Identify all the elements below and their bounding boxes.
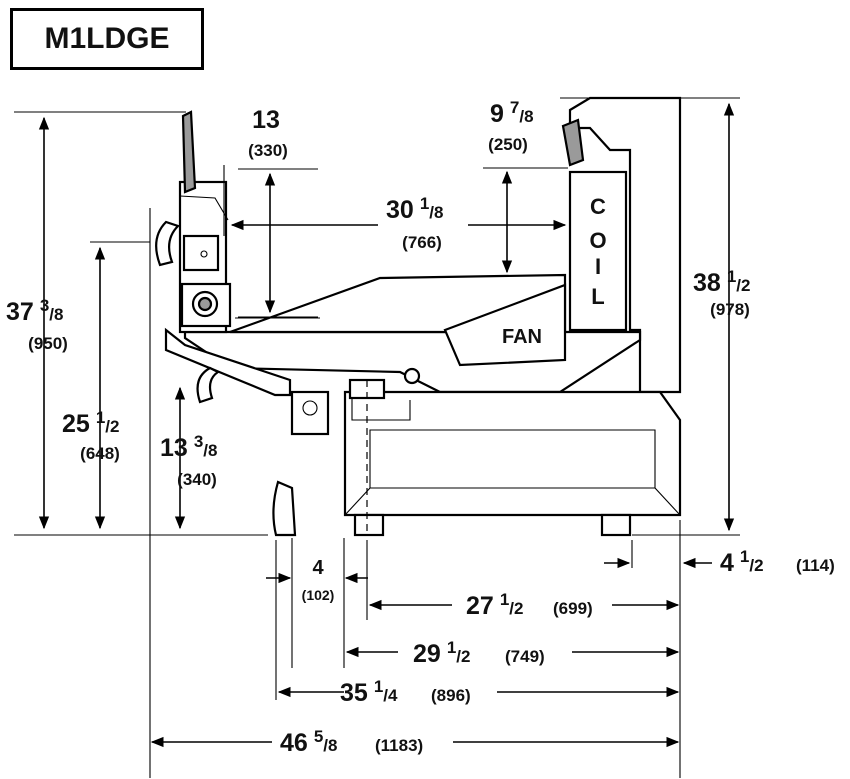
model-title: M1LDGE: [10, 8, 204, 70]
dim-25-mm: (648): [80, 444, 120, 463]
base-frame: [343, 390, 682, 517]
extension-lines: [14, 97, 740, 778]
leg-bracket: [290, 390, 330, 436]
front-glass: [181, 110, 197, 194]
front-leg: [353, 513, 385, 537]
case-outline: [155, 96, 682, 537]
dim-13-mm: (330): [248, 141, 288, 160]
coil-letter-c: C: [590, 194, 606, 219]
drain-plug: [403, 367, 421, 385]
dimension-arrows: [38, 102, 735, 748]
dim-38-mm: (978): [710, 300, 750, 319]
dim-4-inch: 4: [312, 557, 324, 579]
fan-label: FAN: [502, 326, 542, 348]
front-handle-lower: [196, 366, 221, 404]
dim-46-mm: (1183): [375, 736, 423, 755]
coil-letter-l: L: [591, 284, 604, 309]
dim-13b-mm: (340): [177, 470, 217, 489]
front-bumper: [164, 327, 292, 397]
dim-4-mm: (102): [302, 587, 335, 603]
coil-letter-i: I: [595, 254, 601, 279]
fan-housing: [443, 283, 567, 367]
part-labels: C O I L FAN: [502, 194, 607, 348]
dim-30-mm: (766): [402, 233, 442, 252]
coil-letter-o: O: [589, 228, 606, 253]
dim-37-mm: (950): [28, 334, 68, 353]
coil-panel: [568, 170, 628, 332]
rear-light: [561, 118, 585, 167]
dim-13-inch: 13: [252, 106, 280, 134]
dim-4h-mm: (114): [796, 556, 835, 575]
front-support: [272, 480, 297, 537]
rear-leg: [600, 513, 632, 537]
dim-29-mm: (749): [505, 647, 545, 666]
dim-35-mm: (896): [431, 686, 471, 705]
dim-27-mm: (699): [553, 599, 593, 618]
dim-9-mm: (250): [488, 135, 528, 154]
front-handle-upper: [155, 220, 181, 267]
